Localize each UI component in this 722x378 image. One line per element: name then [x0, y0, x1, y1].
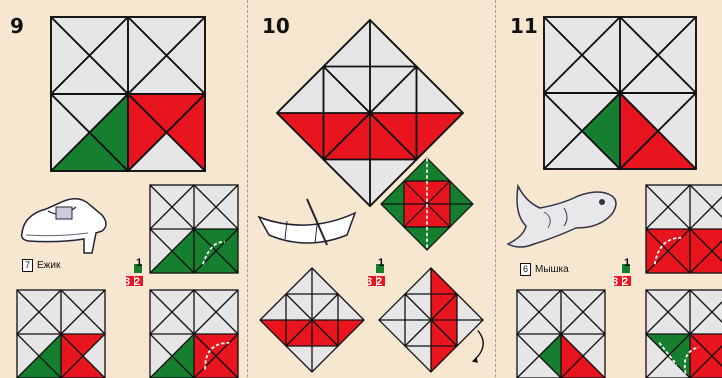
step-2: 2	[134, 276, 140, 288]
panel-9: 9 7 Ежик 1 3	[0, 0, 247, 377]
shoe-label: 7 Ежик	[22, 259, 60, 272]
panel-number: 9	[10, 14, 24, 38]
small-diagram-1	[150, 185, 238, 273]
small-diagram-3	[646, 290, 722, 378]
label-text: Мышка	[535, 264, 569, 275]
step-3: 3	[366, 276, 372, 288]
step-1: 1	[136, 257, 142, 269]
main-diagram	[51, 17, 205, 171]
small-diagram-3	[150, 290, 238, 378]
label-text: Ежик	[37, 260, 60, 271]
step-2: 2	[622, 276, 628, 288]
boat-illustration	[257, 195, 357, 250]
fish-label: 6 Мышка	[520, 263, 569, 276]
shoe-illustration	[18, 185, 118, 255]
panel-11: 11 6 Мышка 1	[496, 0, 722, 377]
fold-arrow-icon	[473, 330, 484, 361]
small-diagram-1	[381, 158, 473, 250]
step-3: 3	[612, 276, 618, 288]
main-diagram	[544, 17, 696, 169]
label-number: 6	[520, 263, 531, 276]
label-number: 7	[22, 259, 33, 272]
panel-10: 10 1 3 2	[248, 0, 494, 377]
fish-illustration	[504, 178, 622, 256]
small-diagram-2	[517, 290, 605, 378]
small-diagram-2	[260, 268, 364, 372]
small-diagram-1	[646, 185, 722, 273]
panel-number: 11	[510, 14, 538, 38]
step-3: 3	[124, 276, 130, 288]
small-diagram-2	[17, 290, 105, 378]
step-1: 1	[624, 257, 630, 269]
small-diagram-3	[379, 268, 483, 372]
